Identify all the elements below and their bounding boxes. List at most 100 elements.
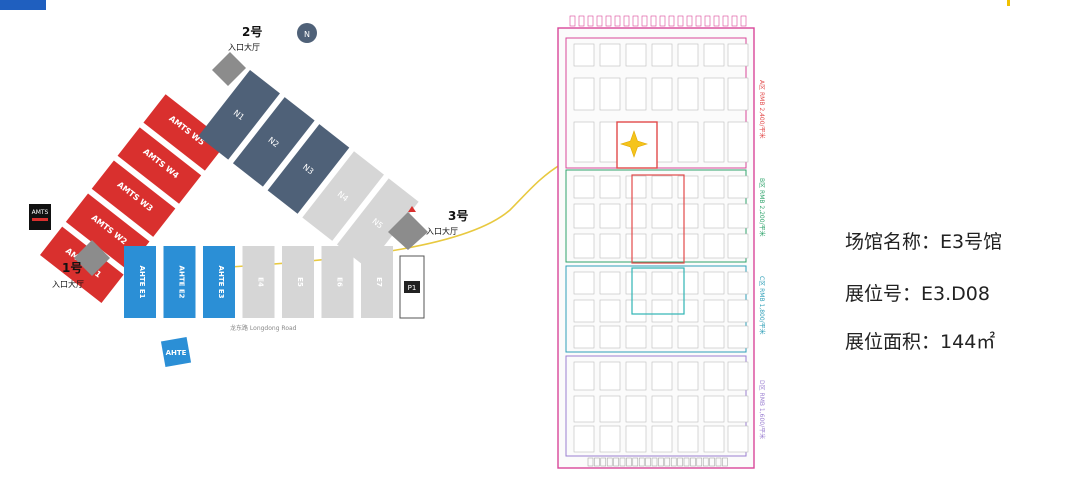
booth-cell bbox=[703, 203, 725, 229]
hall-n4[interactable]: N4 bbox=[302, 151, 384, 241]
booth-cell bbox=[599, 395, 621, 423]
booth-cell bbox=[727, 43, 749, 67]
hall-e6[interactable]: E6 bbox=[321, 246, 354, 318]
hall-info: 场馆名称：E3号馆 bbox=[845, 227, 1002, 254]
plan-bottom-cell bbox=[632, 457, 639, 467]
entrance-3[interactable]: 3号 入口大厅 bbox=[388, 206, 468, 250]
plan-bottom-cell bbox=[715, 457, 722, 467]
entrance-2-number: 2号 bbox=[242, 24, 262, 39]
hall-e5[interactable]: E5 bbox=[282, 246, 314, 318]
north-badge-icon bbox=[297, 23, 317, 43]
booth-cell bbox=[651, 395, 673, 423]
hall-label: AHTE E3 bbox=[217, 266, 225, 299]
entrance-2[interactable]: 2号 入口大厅 bbox=[212, 24, 262, 86]
booth-cell bbox=[651, 77, 673, 111]
area-label: 展位面积： bbox=[845, 331, 941, 353]
hall-e4[interactable]: E4 bbox=[242, 246, 275, 318]
plan-column bbox=[569, 15, 576, 27]
booth-cell bbox=[573, 395, 595, 423]
plan-bottom-cell bbox=[619, 457, 626, 467]
hall-label: E6 bbox=[336, 277, 344, 287]
plan-column bbox=[659, 15, 666, 27]
amts-brand-logo bbox=[29, 204, 51, 230]
north-badge-text: N bbox=[304, 30, 310, 39]
booth-cell bbox=[703, 271, 725, 295]
booth-cell bbox=[651, 233, 673, 259]
plan-column bbox=[596, 15, 603, 27]
plan-bottom-cell bbox=[638, 457, 645, 467]
plan-bottom-cell bbox=[645, 457, 651, 467]
hall-label: AHTE E2 bbox=[178, 266, 186, 299]
location-star-icon bbox=[620, 130, 648, 158]
hall-n5[interactable]: N5 bbox=[336, 178, 419, 268]
hall-e3[interactable]: AHTE E3 bbox=[203, 246, 235, 318]
booth-cell bbox=[703, 121, 725, 163]
booth-cell bbox=[677, 43, 699, 67]
hall-label: E5 bbox=[296, 277, 304, 287]
booth-cell bbox=[727, 299, 749, 323]
plan-column bbox=[695, 15, 702, 27]
booth-label: 展位号： bbox=[845, 283, 922, 305]
booth-cell bbox=[727, 271, 749, 295]
plan-column bbox=[722, 15, 729, 27]
entrance-3-number: 3号 bbox=[448, 208, 468, 223]
plan-bottom-cell bbox=[683, 457, 690, 467]
corner-mark bbox=[1007, 0, 1010, 6]
booth-cell bbox=[625, 395, 647, 423]
booth-cell bbox=[625, 325, 647, 349]
plan-bottom-cell bbox=[651, 457, 658, 467]
hall-e7[interactable]: E7 bbox=[361, 246, 393, 318]
booth-cell bbox=[677, 233, 699, 259]
booth-cell bbox=[651, 361, 673, 391]
booth-cell bbox=[599, 203, 621, 229]
plan-column bbox=[614, 15, 621, 27]
plan-bottom-cell bbox=[670, 457, 677, 467]
booth-cell bbox=[599, 77, 621, 111]
booth-cell bbox=[727, 77, 749, 111]
booth-cell bbox=[677, 121, 699, 163]
booth-cell bbox=[703, 233, 725, 259]
booth-cell bbox=[599, 43, 621, 67]
zone-d-label: D区 RMB 1,600/平米 bbox=[758, 380, 766, 439]
booth-cell bbox=[599, 271, 621, 295]
hall-e1[interactable]: AHTE E1 bbox=[124, 246, 156, 318]
entrance-1[interactable]: 1号 入口大厅 bbox=[52, 236, 110, 289]
booth-cell bbox=[625, 233, 647, 259]
hall-n3[interactable]: N3 bbox=[267, 124, 350, 214]
hall-n2[interactable]: N2 bbox=[232, 97, 315, 187]
highlight-area-b bbox=[631, 174, 685, 264]
booth-cell bbox=[677, 271, 699, 295]
hall-label: AHTE E1 bbox=[138, 266, 146, 299]
plan-column bbox=[668, 15, 675, 27]
plan-bottom-cell bbox=[606, 457, 613, 467]
plan-column bbox=[587, 15, 594, 27]
zone-a-label: A区 RMB 2,400/平米 bbox=[758, 80, 766, 139]
booth-cell bbox=[625, 43, 647, 67]
booth-cell bbox=[573, 77, 595, 111]
hall-amts-w5[interactable]: AMTS W5 bbox=[143, 94, 228, 171]
entrance-1-number: 1号 bbox=[62, 260, 82, 275]
booth-cell bbox=[727, 395, 749, 423]
plan-column bbox=[605, 15, 612, 27]
floor-plan: A区 RMB 2,400/平米 B区 RMB 2,200/平米 C区 RMB 1… bbox=[557, 15, 766, 469]
booth-cell bbox=[573, 425, 595, 453]
hall-label: E4 bbox=[257, 277, 265, 287]
booth-cell bbox=[703, 43, 725, 67]
booth-cell bbox=[677, 203, 699, 229]
plan-column bbox=[686, 15, 693, 27]
plan-bottom-cell bbox=[600, 457, 607, 467]
booth-cell bbox=[599, 175, 621, 199]
hall-e2[interactable]: AHTE E2 bbox=[163, 246, 196, 318]
booth-cell bbox=[703, 175, 725, 199]
booth-cell bbox=[703, 395, 725, 423]
hall-n1[interactable]: N1 bbox=[198, 70, 280, 160]
east-hall-row: AHTE E1 AHTE E2 AHTE E3 E4 E5 E6 E7 bbox=[124, 246, 393, 318]
booth-cell bbox=[727, 361, 749, 391]
plan-bottom-cell bbox=[594, 457, 600, 467]
booth-cell bbox=[573, 325, 595, 349]
plan-bottom-cell bbox=[696, 457, 703, 467]
area-info: 展位面积：144㎡ bbox=[845, 327, 995, 354]
booth-cell bbox=[573, 203, 595, 229]
